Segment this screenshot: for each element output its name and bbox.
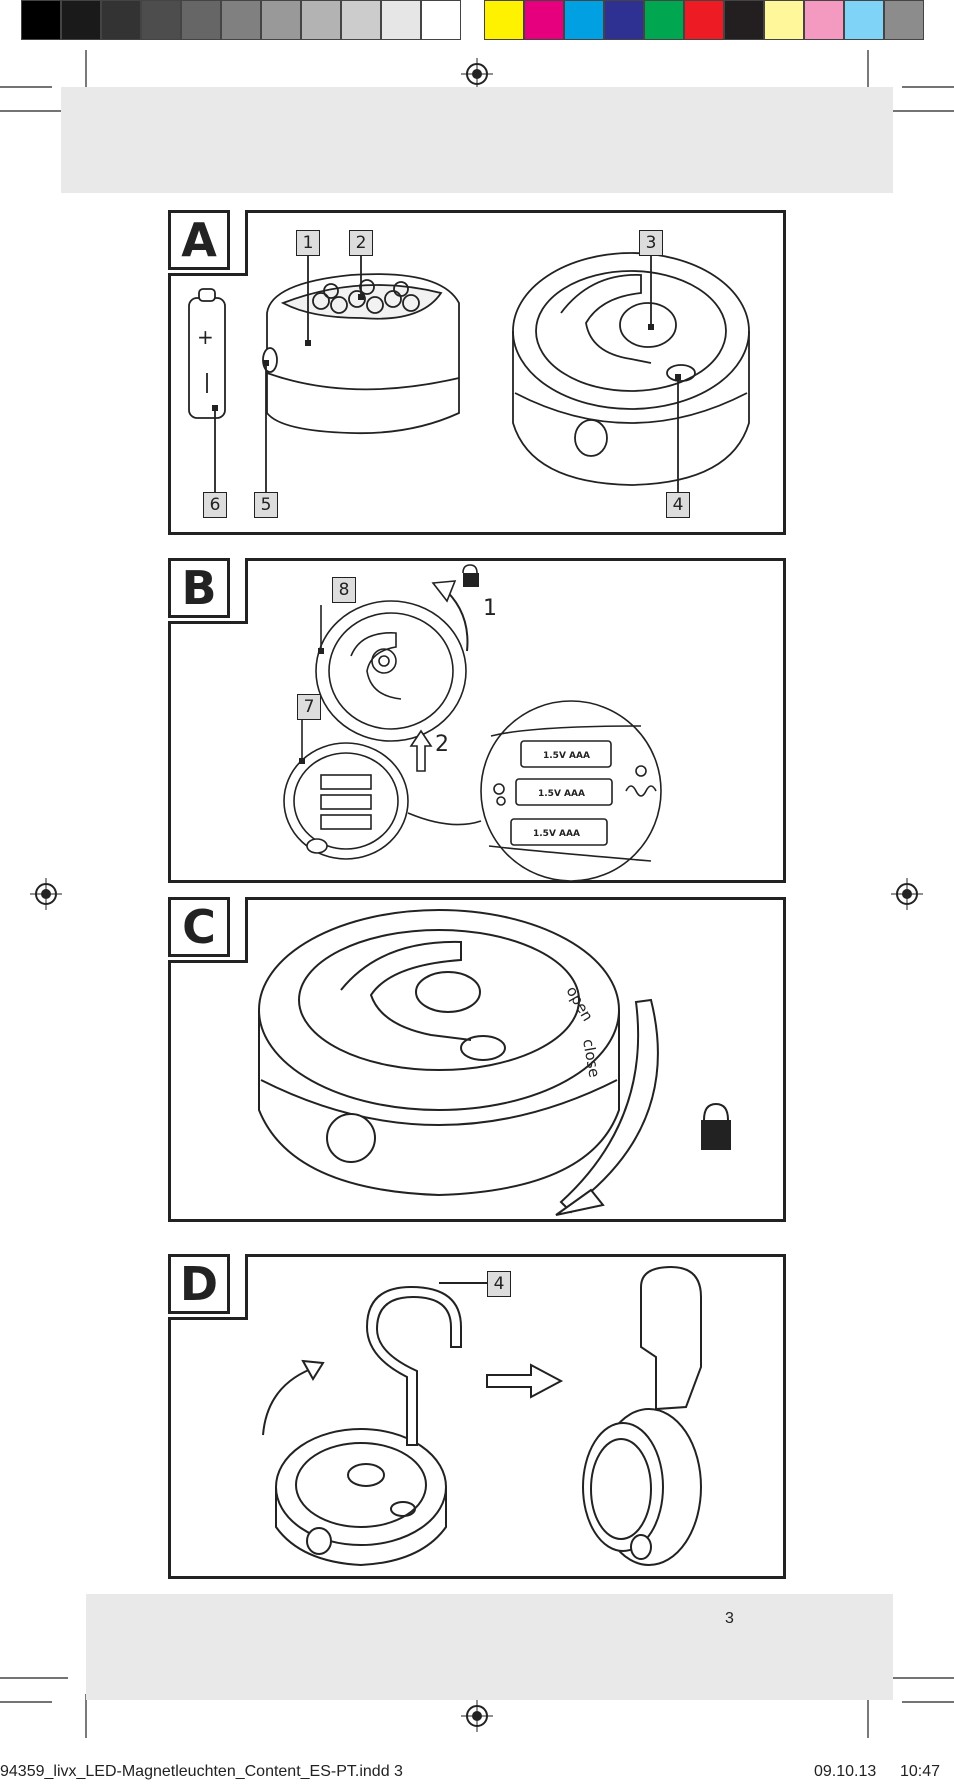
color-swatch: [181, 0, 221, 40]
color-swatch: [764, 0, 804, 40]
color-swatch: [604, 0, 644, 40]
color-swatch: [684, 0, 724, 40]
registration-mark-icon: [461, 58, 493, 90]
callout-7: 7: [297, 694, 321, 720]
callout-8: 8: [332, 577, 356, 603]
callout-3: 3: [639, 230, 663, 256]
registration-mark-icon: [461, 1700, 493, 1732]
callout-1: 1: [296, 230, 320, 256]
page-number: 3: [725, 1610, 734, 1627]
registration-mark-icon: [891, 878, 923, 910]
panel-letter: A: [168, 210, 230, 270]
panel-letter: D: [168, 1254, 230, 1314]
battery-label: 1.5V AAA: [538, 789, 585, 799]
color-swatch: [341, 0, 381, 40]
panel-d: D 4: [168, 1254, 786, 1579]
footer-filename: 94359_livx_LED-Magnetleuchten_Content_ES…: [0, 1763, 403, 1780]
color-swatch: [524, 0, 564, 40]
color-swatch: [644, 0, 684, 40]
color-swatch: [21, 0, 61, 40]
grayscale-bar: [21, 0, 461, 42]
panel-c: C open close: [168, 897, 786, 1222]
battery-plus-sign: +: [197, 325, 214, 349]
color-swatch: [61, 0, 101, 40]
panel-letter: B: [168, 558, 230, 618]
lamp-illustration: [188, 252, 750, 495]
panel-letter-tab: B: [168, 558, 248, 624]
color-swatch: [101, 0, 141, 40]
color-swatch: [844, 0, 884, 40]
header-band: [61, 87, 893, 193]
color-swatch: [484, 0, 524, 40]
battery-label: 1.5V AAA: [543, 751, 590, 761]
panel-b: B: [168, 558, 786, 883]
color-swatch: [221, 0, 261, 40]
battery-label: 1.5V AAA: [533, 829, 580, 839]
battery-change-illustration: 1 2 1.5V AAA 1.5V AAA 1.5V AAA: [283, 564, 662, 882]
color-swatch: [884, 0, 924, 40]
footer-band: [86, 1594, 893, 1700]
panel-letter-tab: D: [168, 1254, 248, 1320]
locking-illustration: open close: [258, 909, 731, 1216]
callout-6: 6: [203, 492, 227, 518]
color-swatch: [381, 0, 421, 40]
panel-letter: C: [168, 897, 230, 957]
panel-a: A: [168, 210, 786, 535]
footer-time: 10:47: [900, 1763, 941, 1780]
hook-illustration: [262, 1265, 702, 1567]
color-swatch: [301, 0, 341, 40]
footer-date: 09.10.13: [814, 1763, 877, 1780]
callout-2: 2: [349, 230, 373, 256]
callout-4: 4: [666, 492, 690, 518]
color-swatch: [261, 0, 301, 40]
registration-mark-icon: [30, 878, 62, 910]
color-swatch: [724, 0, 764, 40]
color-swatch: [804, 0, 844, 40]
panel-letter-tab: A: [168, 210, 248, 276]
step-1-label: 1: [483, 596, 497, 621]
callout-5: 5: [254, 492, 278, 518]
color-swatch: [564, 0, 604, 40]
panel-letter-tab: C: [168, 897, 248, 963]
step-2-label: 2: [435, 732, 449, 757]
color-swatch: [421, 0, 461, 40]
color-swatch: [141, 0, 181, 40]
color-bar: [484, 0, 924, 42]
callout-4: 4: [487, 1271, 511, 1297]
